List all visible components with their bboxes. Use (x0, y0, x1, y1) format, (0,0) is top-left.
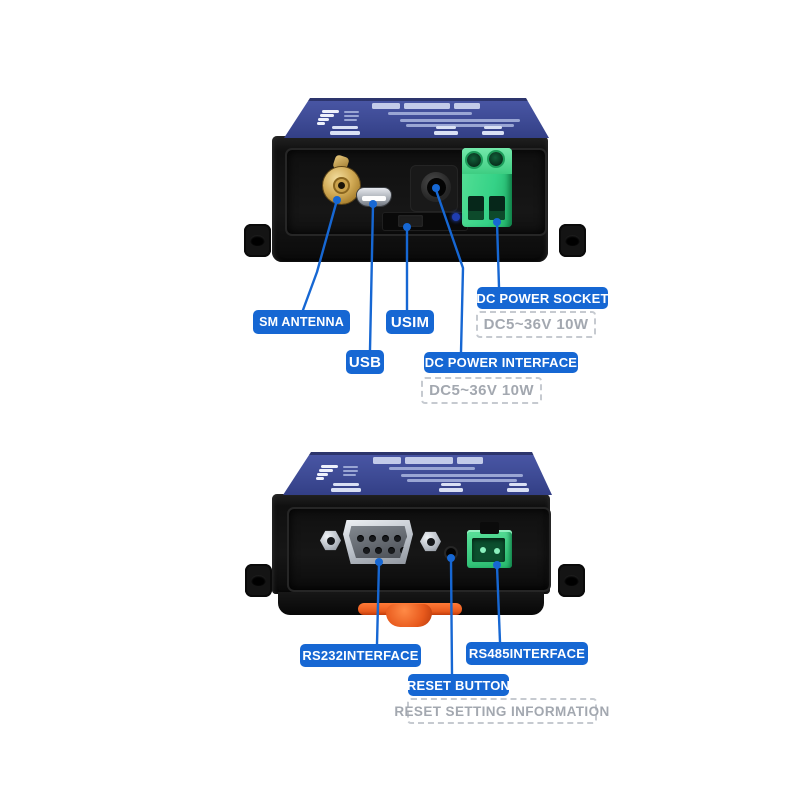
note-reset-setting: RESET SETTING INFORMATION (394, 698, 609, 724)
panel-print-text (344, 119, 357, 121)
brand-logo-icon (322, 110, 339, 113)
device-power-side-view (240, 88, 590, 278)
micro-usb-port (357, 188, 391, 206)
terminal-screw-hole (467, 153, 481, 167)
panel-print-text (343, 474, 356, 476)
panel-print-title (373, 457, 401, 464)
sim-tray-tab (398, 215, 423, 227)
port-print-label (434, 131, 458, 135)
port-print-label (331, 488, 361, 492)
port-print-label (507, 488, 529, 492)
mounting-ear-right (559, 224, 586, 257)
mounting-ear-left (244, 224, 271, 257)
terminal-wire-opening (489, 196, 505, 220)
panel-print-subtitle (389, 467, 475, 470)
db9-pin-hole (363, 547, 370, 554)
label-reset-button: RESET BUTTON (407, 674, 510, 696)
db9-pin-hole (382, 535, 389, 542)
blue-indicator-dot (452, 213, 460, 221)
mounting-ear-right (558, 564, 585, 597)
label-dc-power-socket: DC POWER SOCKET (476, 287, 608, 309)
note-dc-power-socket-spec: DC5~36V 10W (476, 311, 596, 338)
terminal-screw-hole (489, 152, 503, 166)
brand-logo-icon (317, 473, 328, 476)
panel-print-text (343, 466, 358, 468)
brand-logo-icon (321, 465, 338, 468)
panel-print-text (344, 115, 359, 117)
port-print-label (330, 131, 360, 135)
db9-rs232-connector (343, 520, 413, 564)
panel-print-text (344, 111, 359, 113)
ear-hole (564, 575, 579, 586)
rs485-pin (480, 547, 486, 553)
sma-antenna-center (338, 182, 345, 189)
panel-print-title (372, 103, 400, 109)
panel-print-title (405, 457, 453, 464)
db9-screw-post-left (320, 530, 341, 551)
brand-logo-icon (316, 477, 324, 480)
screw-center (427, 538, 435, 546)
port-print-label (484, 126, 502, 129)
db9-pin-hole (369, 535, 376, 542)
brand-logo-icon (319, 469, 333, 472)
panel-print-text (406, 124, 514, 127)
panel-print-subtitle (388, 112, 472, 115)
port-print-label (439, 488, 463, 492)
label-usim: USIM (386, 310, 434, 334)
port-print-label (436, 126, 456, 129)
terminal-wire-opening (468, 196, 484, 220)
label-rs232-interface: RS232INTERFACE (300, 644, 421, 667)
rs485-pin (494, 548, 500, 554)
orange-strap-buckle (386, 604, 432, 627)
ear-hole (565, 235, 580, 246)
db9-inner-face (349, 526, 407, 558)
usb-tongue (362, 196, 386, 201)
db9-pin-hole (394, 535, 401, 542)
front-recess-frame (287, 507, 551, 592)
db9-pin-hole (357, 535, 364, 542)
db9-pin-hole (400, 547, 407, 554)
panel-print-text (407, 479, 517, 482)
db9-pin-hole (375, 547, 382, 554)
front-recess-frame (285, 148, 547, 236)
brand-logo-icon (317, 122, 325, 125)
top-label-panel (283, 452, 552, 495)
mounting-ear-left (245, 564, 272, 597)
panel-print-text (400, 119, 520, 122)
rs485-clip-tab (480, 522, 499, 534)
port-print-label (332, 126, 358, 129)
port-print-label (333, 483, 359, 486)
panel-print-title (457, 457, 483, 464)
label-sm-antenna: SM ANTENNA (253, 310, 350, 334)
panel-print-text (343, 470, 358, 472)
device-serial-side-view (240, 440, 590, 640)
screw-center (327, 537, 335, 545)
port-print-label (509, 483, 527, 486)
ear-hole (251, 575, 266, 586)
brand-logo-icon (320, 114, 334, 117)
label-dc-power-interface: DC POWER INTERFACE (424, 352, 578, 373)
panel-print-title (454, 103, 480, 109)
label-rs485-interface: RS485INTERFACE (466, 642, 588, 665)
top-label-panel (284, 98, 549, 138)
panel-print-title (404, 103, 450, 109)
reset-pinhole (446, 548, 456, 558)
dc-power-terminal-block (462, 148, 512, 227)
db9-screw-post-right (420, 531, 441, 552)
label-usb: USB (346, 350, 384, 374)
brand-logo-icon (318, 118, 329, 121)
note-dc-power-interface-spec: DC5~36V 10W (421, 377, 542, 404)
port-print-label (482, 131, 504, 135)
rs485-socket-opening (472, 538, 505, 562)
port-print-label (441, 483, 461, 486)
panel-print-text (401, 474, 523, 477)
db9-pin-hole (388, 547, 395, 554)
dc-jack-pin (434, 185, 439, 190)
ear-hole (250, 235, 265, 246)
